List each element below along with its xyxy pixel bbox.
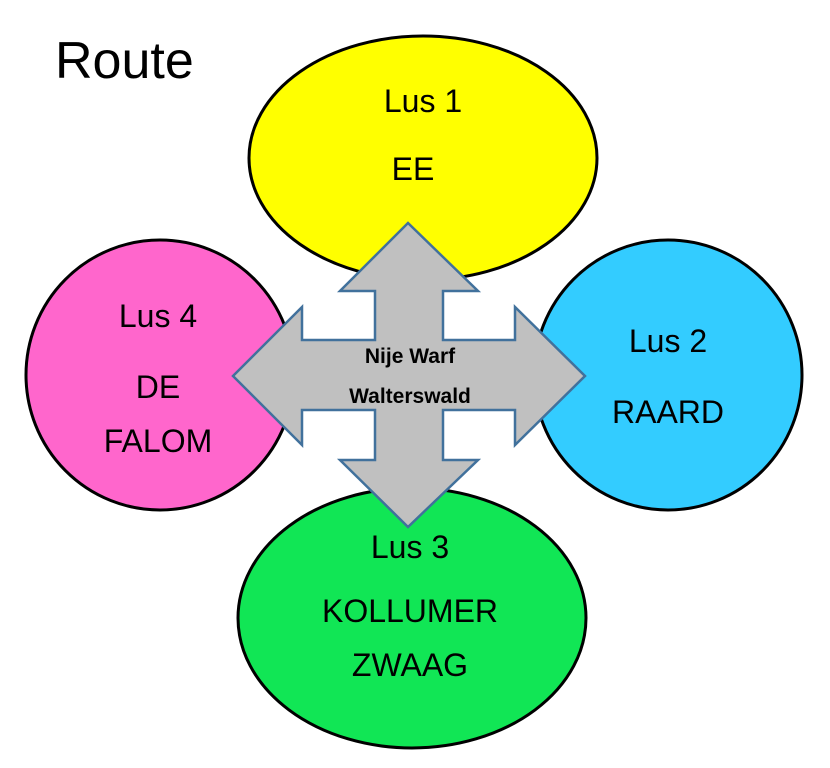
loop-1-node: Lus 1 EE [247,34,599,282]
loop-3-place-line2: ZWAAG [352,647,468,683]
center-label-line1: Nije Warf [365,345,456,368]
four-way-arrow-icon [231,221,587,529]
loop-4-place-line2: FALOM [104,423,212,459]
diagram-title: Route [55,32,194,90]
loop-2-label: Lus 2 [629,323,707,359]
loop-3-node: Lus 3 KOLLUMER ZWAAG [236,486,588,750]
loop-1-label: Lus 1 [384,83,462,119]
loop-2-place: RAARD [612,394,724,430]
center-label-line2: Walterswald [349,385,471,408]
loop-3-label: Lus 3 [371,529,449,565]
loop-1-place: EE [392,151,435,187]
loop-3-place-line1: KOLLUMER [322,593,498,629]
loop-4-place-line1: DE [136,369,180,405]
loop-4-label: Lus 4 [119,298,197,334]
